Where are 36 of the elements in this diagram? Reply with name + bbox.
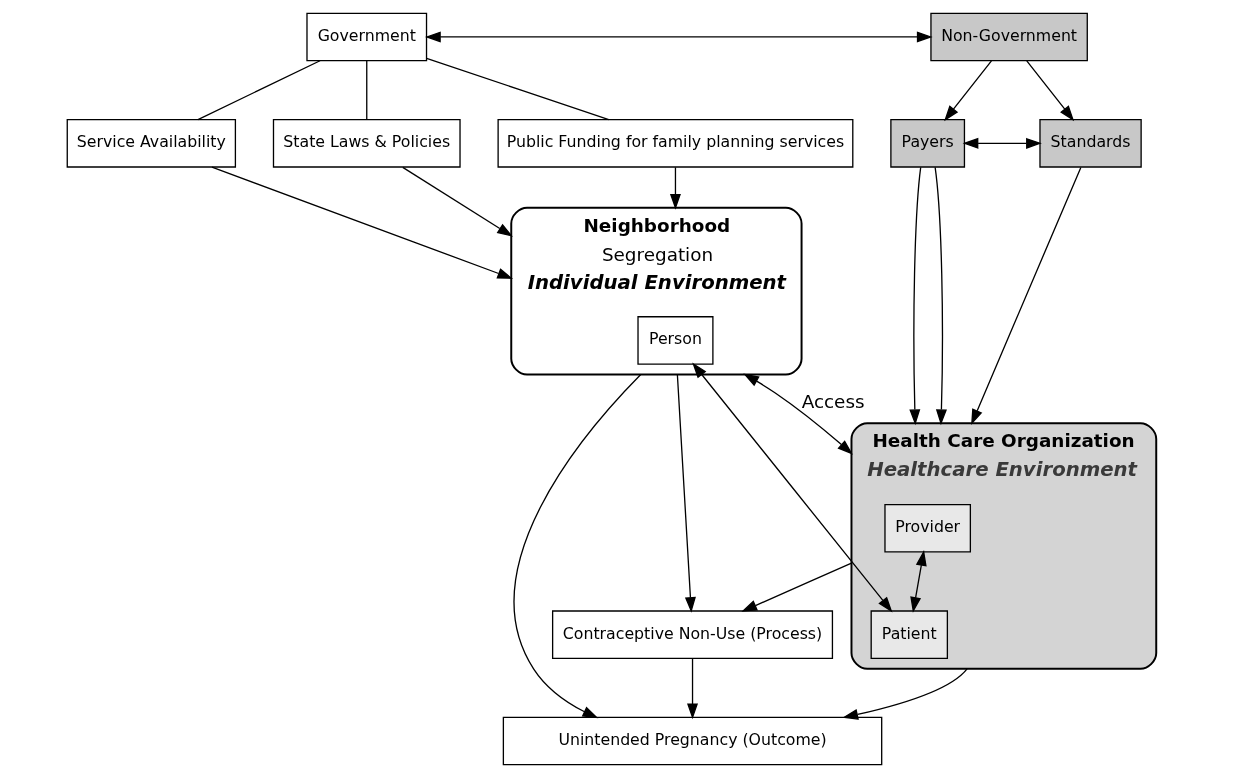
node-box: Contraceptive Non-Use (Process): [551, 610, 834, 659]
arrow: [402, 166, 513, 237]
connector: [366, 60, 368, 121]
node-box: Standards: [1039, 119, 1142, 168]
node-box: State Laws & Policies: [272, 119, 461, 168]
edge-label: Access: [801, 390, 865, 412]
node-box: Government: [306, 12, 428, 62]
arrow: [425, 31, 933, 43]
node-label: Healthcare Environment: [867, 457, 1138, 481]
arrow: [211, 166, 514, 279]
node-box: Payers: [890, 119, 966, 168]
arrow: [934, 166, 947, 426]
connector: [197, 60, 321, 121]
arrow: [669, 166, 681, 210]
arrow: [971, 166, 1082, 425]
arrow: [692, 362, 893, 613]
node-box: Provider: [884, 503, 971, 553]
node-label: Individual Environment: [527, 270, 787, 294]
arrow: [1026, 60, 1075, 122]
arrow: [687, 657, 699, 720]
arrow: [962, 137, 1042, 149]
arrow: [743, 373, 853, 455]
arrow: [842, 668, 968, 720]
arrow: [910, 550, 927, 613]
node-box: Unintended Pregnancy (Outcome): [502, 716, 883, 766]
arrow: [909, 166, 922, 426]
arrow: [944, 60, 993, 122]
node-box: Public Funding for family planning services: [497, 119, 854, 168]
arrow: [514, 373, 642, 719]
node-box: Non-Government: [930, 12, 1088, 62]
arrow: [741, 562, 853, 612]
node-box: Person: [637, 316, 714, 365]
node-box: Patient: [870, 610, 949, 659]
arrow: [676, 373, 696, 613]
node-box: Service Availability: [66, 119, 237, 168]
connector: [426, 57, 610, 121]
